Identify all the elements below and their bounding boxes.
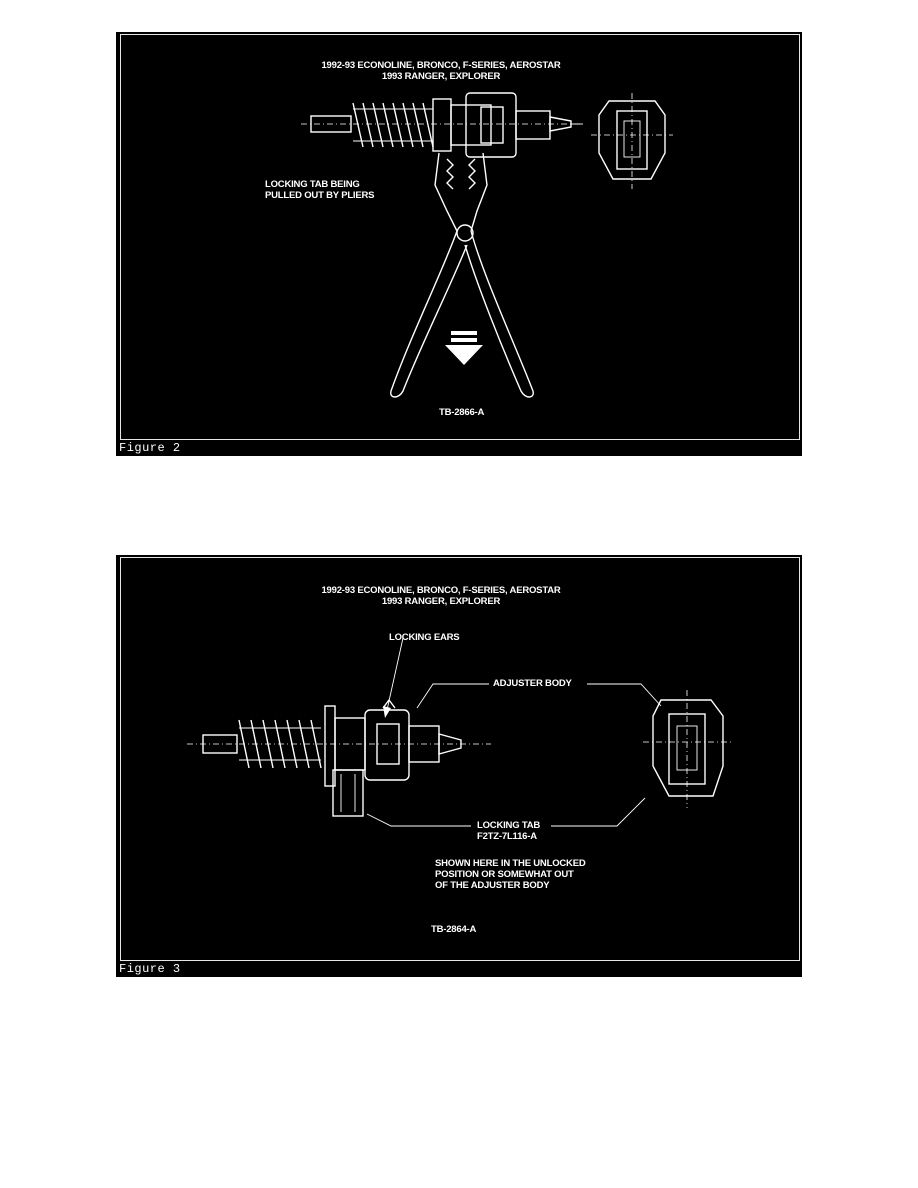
- locking-tab-label-line-1: LOCKING TAB: [477, 820, 541, 831]
- adjuster-locking-tab-drawing: [187, 637, 733, 827]
- spring: [352, 102, 434, 148]
- figure-3-title: 1992-93 ECONOLINE, BRONCO, F-SERIES, AER…: [271, 585, 611, 607]
- figure-3-illustration: 1992-93 ECONOLINE, BRONCO, F-SERIES, AER…: [120, 557, 800, 961]
- figure-3-caption: Figure 3: [119, 962, 181, 976]
- figure-2: 1992-93 ECONOLINE, BRONCO, F-SERIES, AER…: [116, 32, 802, 456]
- locking-tab: [332, 769, 364, 817]
- locking-tab-part-number: F2TZ-7L116-A: [477, 831, 537, 842]
- adjuster-end-view: [591, 93, 673, 189]
- unlocked-position-note: SHOWN HERE IN THE UNLOCKED POSITION OR S…: [435, 858, 586, 891]
- locking-ears-label: LOCKING EARS: [389, 632, 460, 643]
- pull-arrow-icon: [445, 331, 483, 365]
- callout-line-1: LOCKING TAB BEING: [265, 179, 360, 190]
- note-line-1: SHOWN HERE IN THE UNLOCKED: [435, 858, 586, 869]
- note-line-3: OF THE ADJUSTER BODY: [435, 880, 550, 891]
- adjuster-body-label: ADJUSTER BODY: [493, 678, 572, 689]
- adjuster-end-view: [643, 690, 733, 808]
- note-line-2: POSITION OR SOMEWHAT OUT: [435, 869, 574, 880]
- locking-tab-callout: LOCKING TAB BEING PULLED OUT BY PLIERS: [265, 179, 375, 201]
- figure-2-title-line-1: 1992-93 ECONOLINE, BRONCO, F-SERIES, AER…: [321, 60, 561, 71]
- locking-tab-label: LOCKING TAB F2TZ-7L116-A: [477, 820, 540, 842]
- figure-2-caption: Figure 2: [119, 441, 181, 455]
- spring: [238, 719, 322, 769]
- figure-2-title-line-2: 1993 RANGER, EXPLORER: [381, 71, 501, 82]
- callout-line-2: PULLED OUT BY PLIERS: [265, 190, 375, 201]
- figure-2-ref-code: TB-2866-A: [439, 407, 485, 418]
- figure-3-title-line-2: 1993 RANGER, EXPLORER: [381, 596, 501, 607]
- pliers: [390, 152, 534, 398]
- figure-3-ref-code: TB-2864-A: [431, 924, 477, 935]
- figure-2-title: 1992-93 ECONOLINE, BRONCO, F-SERIES, AER…: [271, 60, 611, 82]
- figure-3: 1992-93 ECONOLINE, BRONCO, F-SERIES, AER…: [116, 555, 802, 977]
- pliers-adjuster-drawing: [301, 92, 673, 398]
- figure-2-illustration: 1992-93 ECONOLINE, BRONCO, F-SERIES, AER…: [120, 34, 800, 440]
- figure-3-title-line-1: 1992-93 ECONOLINE, BRONCO, F-SERIES, AER…: [321, 585, 561, 596]
